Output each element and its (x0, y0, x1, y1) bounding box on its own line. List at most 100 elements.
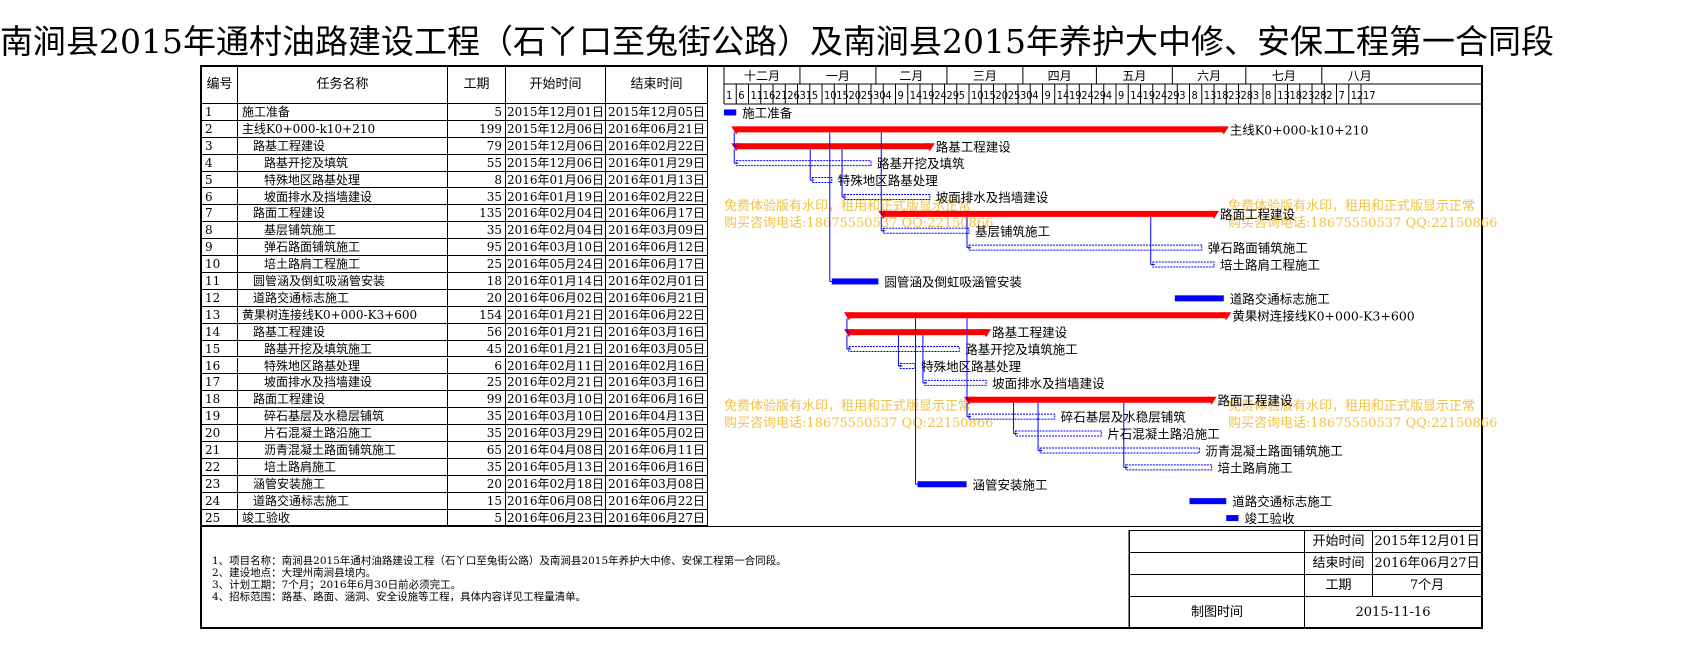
task-duration: 6 (448, 357, 506, 375)
task-duration: 35 (448, 222, 506, 240)
task-id: 15 (202, 340, 238, 358)
bar-label: 黄果树连接线K0+000-K3+600 (1232, 308, 1415, 323)
task-end: 2016年03月16日 (606, 374, 708, 392)
header-name: 任务名称 (238, 67, 448, 104)
summary-end-marker (1209, 210, 1219, 219)
task-duration: 154 (448, 306, 506, 324)
task-duration: 15 (448, 492, 506, 510)
info-blank-1 (1129, 530, 1304, 552)
task-start: 2016年01月21日 (506, 306, 606, 324)
day-tick-label: 8 (1265, 89, 1271, 102)
task-id: 8 (202, 222, 238, 240)
task-start: 2016年02月21日 (506, 374, 606, 392)
task-duration: 56 (448, 323, 506, 341)
task-id: 22 (202, 458, 238, 476)
header-end: 结束时间 (606, 67, 708, 104)
month-label: 十二月 (744, 69, 780, 83)
task-start: 2016年03月29日 (506, 425, 606, 442)
task-bar-dashed (924, 379, 987, 386)
day-tick-label: 14 (910, 89, 923, 102)
task-id: 25 (202, 509, 238, 527)
task-duration: 35 (448, 425, 506, 442)
task-duration: 35 (448, 458, 506, 476)
task-bar (917, 481, 967, 488)
task-name: 坡面排水及挡墙建设 (238, 188, 448, 206)
day-tick-label: 30 (1020, 89, 1033, 102)
summary-bar (736, 126, 1224, 133)
task-end: 2016年02月16日 (606, 357, 708, 375)
day-tick-label: 28 (1241, 89, 1254, 102)
day-tick-label: 23 (1228, 89, 1241, 102)
task-duration: 135 (448, 205, 506, 223)
task-end: 2016年01月13日 (606, 171, 708, 189)
task-name: 施工准备 (238, 104, 448, 121)
task-bar (1174, 295, 1224, 302)
day-tick-label: 8 (1192, 89, 1198, 102)
note-line: 2、建设地点：大理州南涧县境内。 (212, 567, 377, 579)
task-name: 圆管涵及倒虹吸涵管安装 (238, 273, 448, 290)
day-tick-label: 14 (1130, 89, 1143, 102)
task-name: 特殊地区路基处理 (238, 357, 448, 375)
day-tick-label: 18 (1290, 89, 1303, 102)
task-bar-dashed (968, 244, 1203, 251)
task-start: 2015年12月06日 (506, 137, 606, 155)
task-name: 培土路肩工程施工 (238, 256, 448, 273)
watermark-line: 免费体验版有水印，租用和正式版显示正常 (1228, 198, 1475, 214)
task-name: 路基开挖及填筑施工 (238, 340, 448, 358)
bar-label: 特殊地区路基处理 (838, 173, 939, 188)
task-id: 3 (202, 137, 238, 155)
bar-label: 坡面排水及挡墙建设 (992, 376, 1105, 391)
day-tick-label: 15 (836, 89, 849, 102)
day-tick-label: 4 (885, 89, 891, 102)
month-label: 六月 (1197, 69, 1221, 83)
task-bar-dashed (1152, 261, 1215, 268)
task-bar (1189, 498, 1227, 505)
task-bar-dashed (1015, 430, 1102, 437)
day-tick-label: 26 (787, 89, 800, 102)
task-id: 24 (202, 492, 238, 510)
day-tick-label: 9 (898, 89, 904, 102)
task-id: 16 (202, 357, 238, 375)
task-duration: 8 (448, 171, 506, 189)
watermark-line: 购买咨询电话:18675550537 QQ:22150866 (724, 415, 993, 431)
task-start: 2016年05月13日 (506, 458, 606, 476)
task-duration: 35 (448, 188, 506, 206)
task-bar-dashed (848, 346, 960, 353)
day-tick-label: 5 (959, 89, 965, 102)
task-name: 主线K0+000-k10+210 (238, 120, 448, 138)
task-end: 2016年03月16日 (606, 323, 708, 341)
day-tick-label: 25 (861, 89, 874, 102)
task-bar-dashed (1125, 464, 1213, 471)
watermark-line: 购买咨询电话:18675550537 QQ:22150866 (1228, 415, 1497, 431)
bar-label: 基层铺筑施工 (975, 224, 1050, 239)
task-end: 2016年05月02日 (606, 425, 708, 442)
day-tick-label: 13 (1204, 89, 1217, 102)
task-bar-dashed (843, 193, 931, 200)
summary-start-marker (843, 312, 854, 321)
summary-end-marker (1206, 396, 1217, 405)
task-name: 路基工程建设 (238, 137, 448, 155)
bar-label: 路基开挖及填筑施工 (965, 342, 1078, 357)
task-id: 6 (202, 188, 238, 206)
watermark-line: 免费体验版有水印，租用和正式版显示正常 (1228, 398, 1475, 414)
task-end: 2016年06月22日 (606, 492, 708, 510)
task-name: 涵管安装施工 (238, 475, 448, 493)
day-tick-label: 7 (1339, 89, 1345, 102)
task-end: 2016年02月01日 (606, 273, 708, 290)
day-tick-label: 31 (800, 89, 813, 102)
note-line: 4、招标范围：路基、路面、涵洞、安全设施等工程，具体内容详见工程量清单。 (212, 591, 587, 603)
task-end: 2016年06月17日 (606, 256, 708, 273)
task-end: 2015年12月05日 (606, 104, 708, 121)
task-name: 竣工验收 (238, 509, 448, 527)
month-label: 四月 (1048, 69, 1072, 83)
note-line: 3、计划工期：7个月；2016年6月30日前必须完工。 (212, 579, 462, 591)
watermark-line: 免费体验版有水印，租用和正式版显示正常 (724, 398, 971, 414)
task-start: 2016年06月23日 (506, 509, 606, 527)
info-blank-3 (1129, 574, 1304, 596)
duration-value: 7个月 (1372, 574, 1481, 596)
task-duration: 20 (448, 475, 506, 493)
task-end: 2016年01月29日 (606, 154, 708, 172)
task-end: 2016年04月13日 (606, 408, 708, 426)
task-id: 9 (202, 239, 238, 257)
